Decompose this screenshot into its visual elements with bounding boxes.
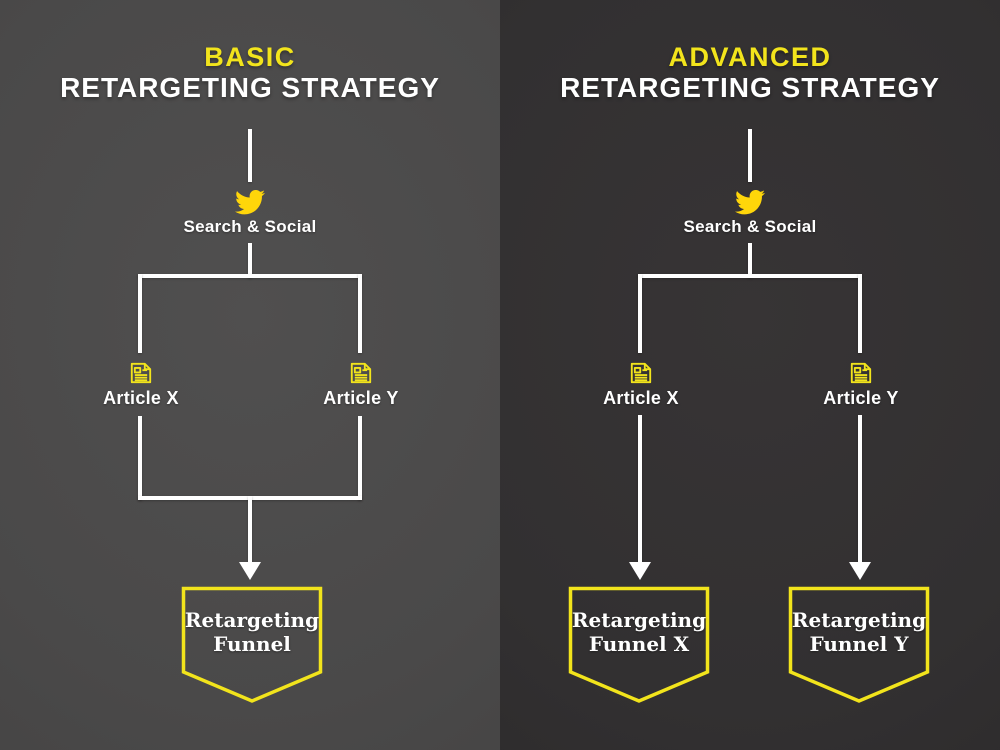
newspaper-icon	[628, 360, 654, 386]
connector-line	[138, 274, 142, 353]
article-x-label: Article X	[103, 388, 179, 408]
retargeting-funnel-x-badge: Retargeting Funnel X	[568, 586, 710, 704]
connector-line	[858, 274, 862, 353]
retargeting-funnel-y-badge: Retargeting Funnel Y	[788, 586, 930, 704]
funnel-label-line1: Retargeting	[791, 608, 927, 632]
connector-line	[358, 416, 362, 500]
funnel-label-line2: Funnel X	[588, 632, 690, 656]
connector-line	[138, 416, 142, 500]
panel-advanced-strategy: ADVANCED RETARGETING STRATEGY Search & S…	[500, 0, 1000, 750]
article-x-label: Article X	[603, 388, 679, 408]
funnel-label: Retargeting Funnel	[181, 586, 323, 704]
advanced-title-text: RETARGETING STRATEGY	[560, 72, 940, 103]
funnel-label: Retargeting Funnel Y	[788, 586, 930, 704]
funnel-label-line1: Retargeting	[184, 608, 320, 632]
funnel-label-line2: Funnel	[213, 632, 291, 656]
newspaper-icon	[348, 360, 374, 386]
advanced-title: ADVANCED RETARGETING STRATEGY	[500, 42, 1000, 102]
article-y-label: Article Y	[323, 388, 399, 408]
arrow-down-icon	[239, 562, 261, 580]
basic-title-highlight: BASIC	[204, 42, 296, 72]
search-social-label: Search & Social	[683, 217, 817, 236]
funnel-badge-outline	[181, 586, 323, 703]
connector-line	[858, 415, 862, 564]
twitter-bird-icon	[235, 189, 265, 215]
funnel-label-line2: Funnel Y	[809, 632, 909, 656]
funnel-badge-outline	[788, 586, 930, 703]
connector-line	[638, 415, 642, 564]
connector-line	[138, 274, 362, 278]
connector-line	[748, 243, 752, 278]
search-social-label: Search & Social	[183, 217, 317, 236]
connector-line	[748, 129, 752, 182]
basic-title: BASIC RETARGETING STRATEGY	[0, 42, 500, 102]
funnel-label: Retargeting Funnel X	[568, 586, 710, 704]
arrow-down-icon	[849, 562, 871, 580]
arrow-down-icon	[629, 562, 651, 580]
panel-basic-strategy: BASIC RETARGETING STRATEGY Search & Soci…	[0, 0, 500, 750]
funnel-label-line1: Retargeting	[571, 608, 707, 632]
connector-line	[638, 274, 862, 278]
connector-line	[358, 274, 362, 353]
newspaper-icon	[128, 360, 154, 386]
connector-line	[248, 243, 252, 278]
funnel-badge-outline	[568, 586, 710, 703]
connector-line	[248, 496, 252, 564]
twitter-bird-icon	[735, 189, 765, 215]
basic-title-text: RETARGETING STRATEGY	[60, 72, 440, 103]
newspaper-icon	[848, 360, 874, 386]
connector-line	[248, 129, 252, 182]
retargeting-funnel-badge: Retargeting Funnel	[181, 586, 323, 704]
connector-line	[638, 274, 642, 353]
article-y-label: Article Y	[823, 388, 899, 408]
advanced-title-highlight: ADVANCED	[668, 42, 832, 72]
